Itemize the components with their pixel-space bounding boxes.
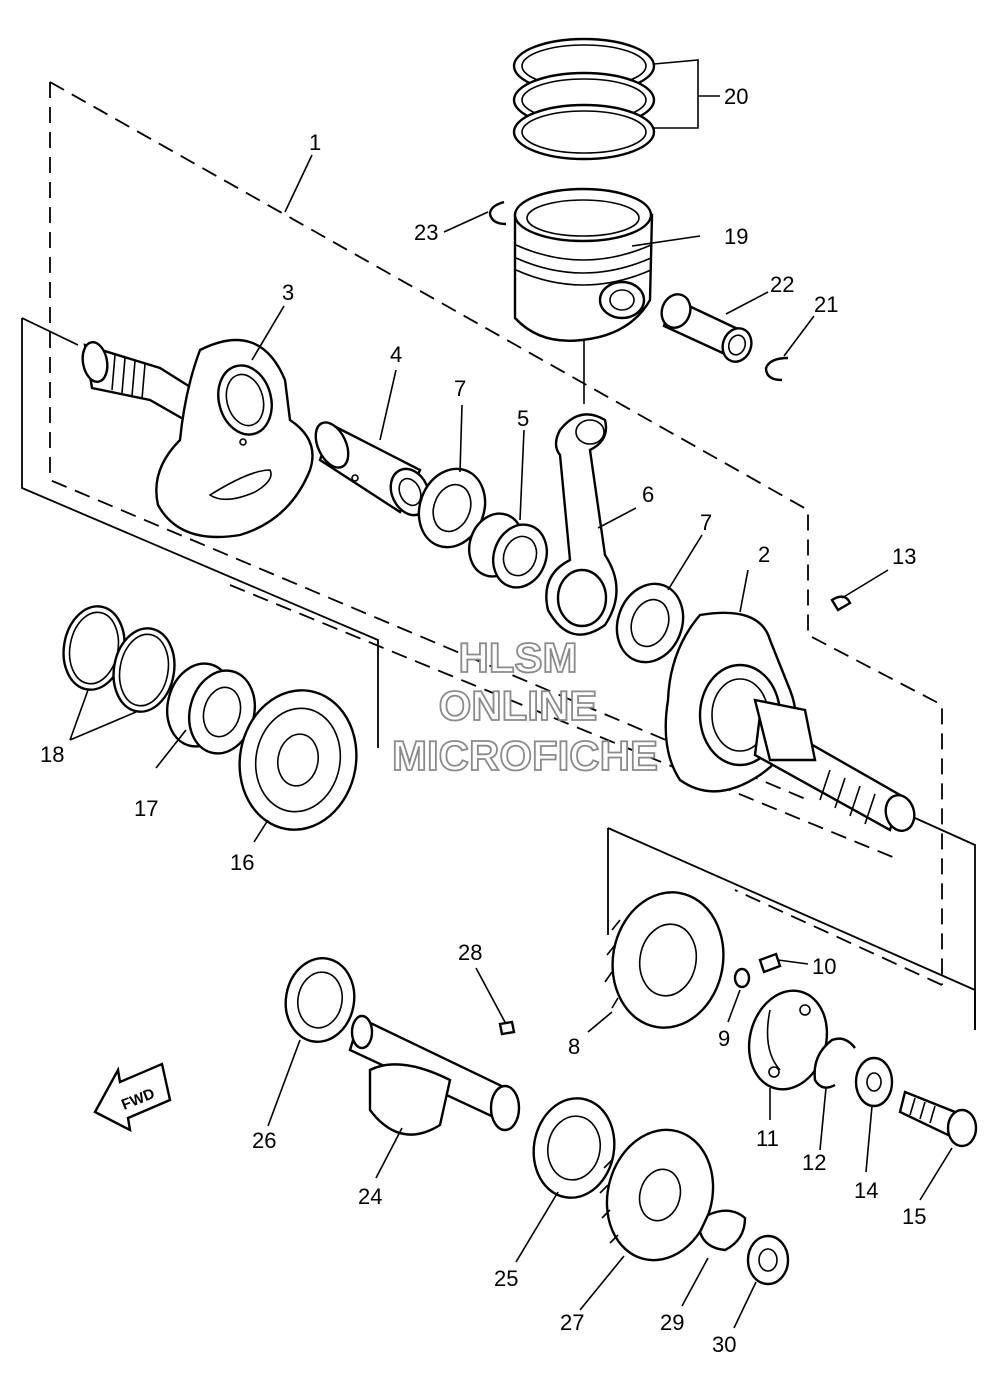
callout-8: 8 xyxy=(568,1034,580,1059)
pin xyxy=(758,952,782,974)
watermark-line-2: ONLINE xyxy=(439,682,598,729)
callout-11: 11 xyxy=(756,1126,779,1151)
callout-20: 20 xyxy=(724,84,748,109)
callout-17: 17 xyxy=(134,796,158,821)
bearing-25 xyxy=(532,1097,616,1199)
callout-4: 4 xyxy=(390,342,402,367)
callout-12: 12 xyxy=(802,1150,826,1175)
bolt xyxy=(898,1090,978,1148)
callout-7b: 7 xyxy=(700,510,712,535)
balancer-shaft xyxy=(348,1014,521,1136)
callout-15: 15 xyxy=(902,1204,926,1229)
piston xyxy=(513,187,654,342)
callout-21: 21 xyxy=(814,292,838,317)
callout-19: 19 xyxy=(724,224,748,249)
callout-22: 22 xyxy=(770,272,794,297)
connecting-rod xyxy=(545,413,618,636)
watermark: HLSM ONLINE MICROFICHE xyxy=(391,633,659,780)
callout-14: 14 xyxy=(854,1178,878,1203)
fwd-arrow-icon: FWD xyxy=(93,1062,172,1133)
left-crankshaft xyxy=(81,338,314,539)
callout-18: 18 xyxy=(40,742,64,767)
circlip-21 xyxy=(764,356,789,382)
crank-pin xyxy=(314,421,431,517)
callout-30: 30 xyxy=(712,1332,736,1357)
piston-pin xyxy=(660,293,753,363)
piston-rings xyxy=(512,37,656,161)
o-rings xyxy=(62,605,176,713)
callout-2: 2 xyxy=(758,542,770,567)
callout-26: 26 xyxy=(252,1128,276,1153)
needle-bearing xyxy=(468,512,548,589)
spacer xyxy=(166,662,256,755)
callout-13: 13 xyxy=(892,544,916,569)
circlip-23 xyxy=(488,200,507,226)
washer xyxy=(854,1056,894,1108)
callout-labels: 1 2 3 4 5 6 7 7 8 9 10 11 12 13 14 15 16… xyxy=(40,84,926,1357)
plate xyxy=(747,989,829,1091)
key xyxy=(498,1020,516,1036)
callout-5: 5 xyxy=(517,406,529,431)
thrust-washer-left xyxy=(417,467,487,549)
callout-29: 29 xyxy=(660,1310,684,1335)
watermark-line-3: MICROFICHE xyxy=(392,732,658,779)
callout-6: 6 xyxy=(642,482,654,507)
woodruff-key xyxy=(830,595,852,612)
thrust-washer-right xyxy=(615,582,685,664)
callout-16: 16 xyxy=(230,850,254,875)
bearing-26 xyxy=(284,957,356,1043)
callout-25: 25 xyxy=(494,1266,518,1291)
callout-28: 28 xyxy=(458,940,482,965)
balancer-driven-gear xyxy=(599,1128,715,1262)
callout-1: 1 xyxy=(309,130,321,155)
balancer-drive-gear xyxy=(604,891,725,1029)
callout-27: 27 xyxy=(560,1310,584,1335)
watermark-line-1: HLSM xyxy=(459,634,578,681)
callout-3: 3 xyxy=(282,280,294,305)
assembly-guide-lines xyxy=(21,81,976,1030)
callout-10: 10 xyxy=(812,954,836,979)
callout-7a: 7 xyxy=(454,376,466,401)
circlip-12 xyxy=(813,1037,856,1089)
callout-9: 9 xyxy=(718,1026,730,1051)
callout-23: 23 xyxy=(414,220,438,245)
nut xyxy=(746,1234,790,1286)
leader-lines xyxy=(69,59,953,1329)
callout-24: 24 xyxy=(358,1184,382,1209)
bearing-16 xyxy=(238,689,358,831)
lock-washer xyxy=(698,1209,747,1252)
right-crankshaft xyxy=(664,611,916,832)
spring xyxy=(733,967,751,989)
